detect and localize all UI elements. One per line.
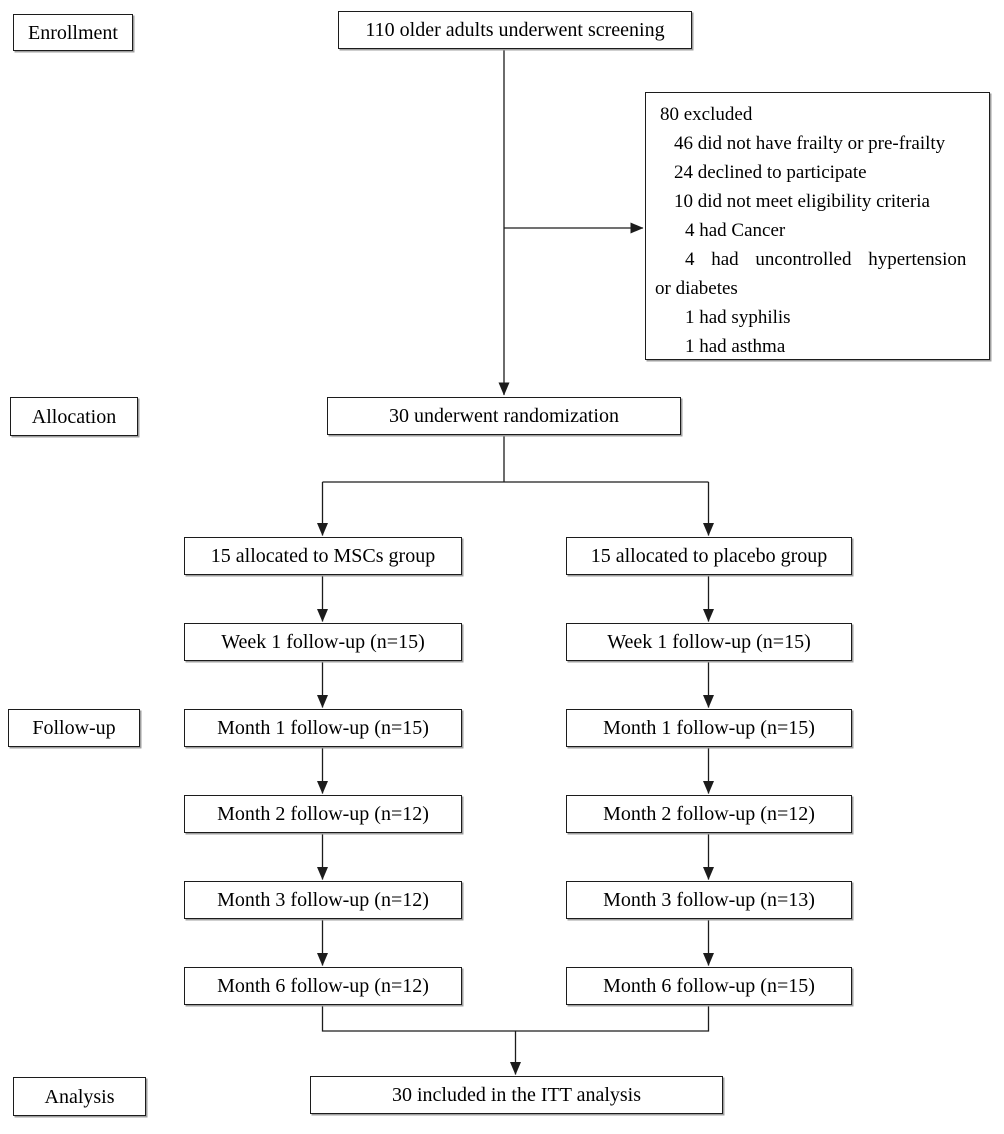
randomization-box: 30 underwent randomization — [327, 397, 681, 435]
itt-analysis-box: 30 included in the ITT analysis — [310, 1076, 723, 1114]
placebo-month2-followup-box: Month 2 follow-up (n=12) — [566, 795, 852, 833]
excluded-line: 1 had syphilis — [685, 307, 791, 328]
placebo-month3-followup-box: Month 3 follow-up (n=13) — [566, 881, 852, 919]
excluded-line: 1 had asthma — [685, 336, 786, 357]
excluded-line: 46 did not have frailty or pre-frailty — [674, 133, 946, 154]
stage-label-analysis: Analysis — [13, 1077, 146, 1116]
excluded-line: 10 did not meet eligibility criteria — [674, 191, 930, 212]
excluded-line: 4 had uncontrolled hypertension — [685, 249, 967, 270]
excluded-line: or diabetes — [655, 278, 738, 299]
placebo-allocated-box: 15 allocated to placebo group — [566, 537, 852, 575]
mscs-month1-followup-box: Month 1 follow-up (n=15) — [184, 709, 462, 747]
stage-label-allocation: Allocation — [10, 397, 138, 436]
mscs-month2-followup-box: Month 2 follow-up (n=12) — [184, 795, 462, 833]
screening-box: 110 older adults underwent screening — [338, 11, 692, 49]
mscs-month3-followup-box: Month 3 follow-up (n=12) — [184, 881, 462, 919]
excluded-line: 4 had Cancer — [685, 220, 786, 241]
placebo-week1-followup-box: Week 1 follow-up (n=15) — [566, 623, 852, 661]
excluded-line: 24 declined to participate — [674, 162, 867, 183]
placebo-month1-followup-box: Month 1 follow-up (n=15) — [566, 709, 852, 747]
excluded-line: 80 excluded — [660, 104, 753, 125]
merge-line — [321, 1005, 710, 1032]
stage-label-enrollment: Enrollment — [13, 14, 133, 51]
stage-label-followup: Follow-up — [8, 709, 140, 747]
mscs-week1-followup-box: Week 1 follow-up (n=15) — [184, 623, 462, 661]
placebo-month6-followup-box: Month 6 follow-up (n=15) — [566, 967, 852, 1005]
mscs-month6-followup-box: Month 6 follow-up (n=12) — [184, 967, 462, 1005]
mscs-allocated-box: 15 allocated to MSCs group — [184, 537, 462, 575]
excluded-box: 80 excluded 46 did not have frailty or p… — [645, 92, 990, 360]
